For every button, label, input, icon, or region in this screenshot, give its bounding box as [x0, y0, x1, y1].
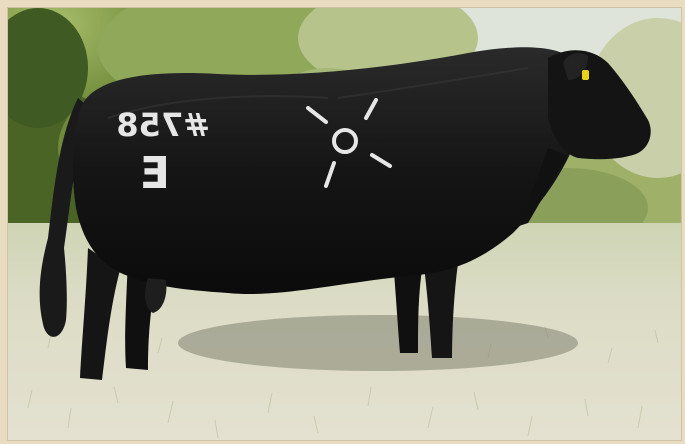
bull-photo: #758 E [7, 7, 682, 441]
chalk-markings: #758 E [116, 98, 392, 199]
ear-tag [582, 70, 589, 80]
bull-photo-scene: #758 E [8, 8, 681, 440]
chalk-sun-symbol [306, 98, 392, 188]
bull-dewlap [513, 148, 568, 228]
bull-shadow [178, 315, 578, 371]
bull-sheath [145, 278, 167, 313]
bull-front-leg-right [423, 258, 458, 358]
bull-highlights [107, 67, 529, 119]
bull-hind-leg-left [80, 248, 120, 380]
chalk-number: #758 [116, 106, 210, 144]
bull-front-leg-left [393, 258, 423, 353]
bull-ear [563, 52, 588, 80]
bull-body [72, 47, 585, 295]
bull [39, 47, 651, 380]
chalk-letter: E [140, 148, 170, 199]
